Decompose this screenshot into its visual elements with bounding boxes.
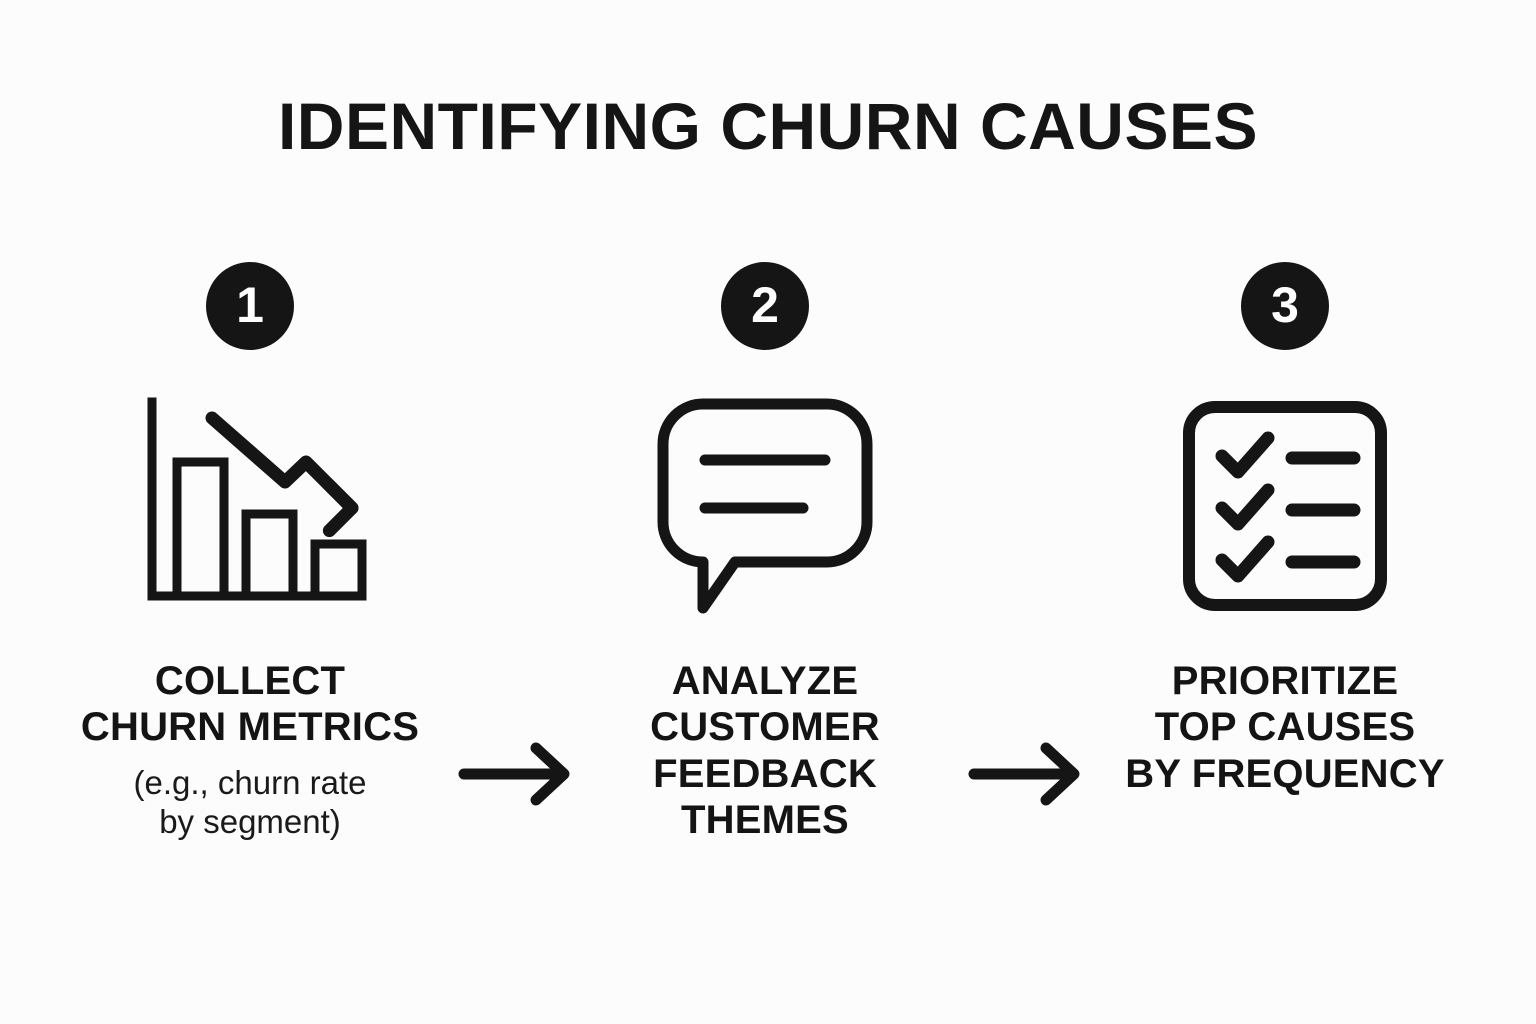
step-1-subcaption: (e.g., churn rate by segment) [15, 763, 485, 842]
step-3-caption-line-2: TOP CAUSES [1154, 705, 1416, 750]
step-3-caption-line-3: BY FREQUENCY [1125, 751, 1445, 796]
declining-bar-chart-icon [147, 397, 367, 601]
steps-row: 1 [0, 262, 1536, 902]
step-1-caption: COLLECT CHURN METRICS [15, 658, 485, 751]
checklist-icon [1183, 401, 1387, 611]
step-2-caption: ANALYZE CUSTOMER FEEDBACK THEMES [530, 658, 1000, 844]
step-2-caption-line-1: ANALYZE [671, 659, 859, 703]
step-2-caption-line-4: THEMES [681, 798, 849, 843]
step-3-caption: PRIORITIZE TOP CAUSES BY FREQUENCY [1050, 658, 1520, 797]
step-1-caption-line-1: COLLECT [154, 659, 346, 703]
step-3-number-badge: 3 [1241, 262, 1329, 350]
step-2-number: 2 [751, 277, 779, 333]
arrow-right-icon [968, 742, 1080, 806]
step-1-caption-line-2: CHURN METRICS [80, 705, 420, 750]
step-1-icon-slot [15, 396, 485, 616]
step-2-icon-slot [530, 396, 1000, 616]
step-1-number: 1 [236, 277, 264, 333]
step-3-icon-slot [1050, 396, 1520, 616]
step-3: 3 [1050, 262, 1520, 797]
page-title: IDENTIFYING CHURN CAUSES [277, 89, 1259, 163]
step-1-subcaption-line-2: by segment) [159, 803, 341, 841]
arrow-right-icon [458, 742, 570, 806]
step-1-number-badge: 1 [206, 262, 294, 350]
connector-arrow-1 [458, 742, 578, 806]
step-2-caption-line-3: FEEDBACK [653, 751, 877, 796]
step-1: 1 [15, 262, 485, 842]
step-2: 2 ANALYZE CUSTOMER FEEDBACK THEMES [530, 262, 1000, 844]
step-2-number-badge: 2 [721, 262, 809, 350]
speech-bubble-icon [657, 398, 873, 614]
step-3-caption-line-1: PRIORITIZE [1171, 659, 1399, 703]
step-1-subcaption-line-1: (e.g., churn rate [133, 763, 367, 801]
connector-arrow-2 [968, 742, 1088, 806]
step-3-number: 3 [1271, 277, 1299, 333]
step-2-caption-line-2: CUSTOMER [650, 705, 880, 750]
